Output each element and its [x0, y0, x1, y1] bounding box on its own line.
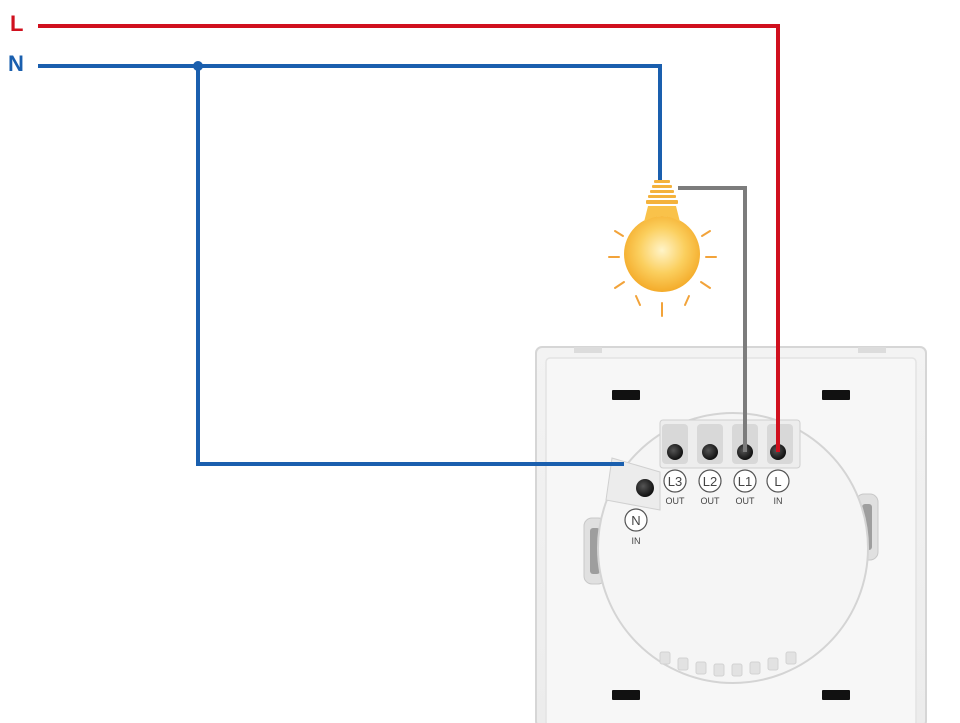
- terminal-label-ring: [733, 469, 757, 493]
- terminal-sub-label: OUT: [736, 496, 756, 506]
- terminal-screw-icon: [702, 444, 718, 460]
- mounting-slot: [612, 690, 640, 700]
- neutral-label: N: [8, 51, 24, 76]
- terminal-label: L2: [703, 474, 717, 489]
- neutral-wire-to-bulb: [38, 64, 662, 180]
- load-wire: [678, 186, 747, 452]
- wires: [38, 24, 780, 466]
- mounting-slot: [822, 690, 850, 700]
- neutral-terminal: N IN: [624, 479, 654, 546]
- terminal-sub-label: IN: [774, 496, 783, 506]
- neutral-terminal-sub: IN: [632, 536, 641, 546]
- terminal-label-ring: [766, 469, 790, 493]
- neutral-screw-icon: [636, 479, 654, 497]
- live-wire: [38, 24, 780, 452]
- terminal-label-ring: [663, 469, 687, 493]
- terminal-sub-label: OUT: [701, 496, 721, 506]
- neutral-wire-to-switch: [196, 66, 624, 466]
- terminal-label: L3: [668, 474, 682, 489]
- neutral-terminal-label: N: [631, 513, 640, 528]
- terminal-l: L IN: [766, 444, 790, 506]
- terminal-label: L: [774, 474, 781, 489]
- bulb-rays: [608, 230, 717, 317]
- neutral-junction-dot: [193, 61, 203, 71]
- terminal-sub-label: OUT: [666, 496, 686, 506]
- terminal-screw-icon: [667, 444, 683, 460]
- light-bulb-icon: [608, 180, 717, 317]
- switch-module: [597, 412, 869, 684]
- mounting-slot: [822, 390, 850, 400]
- live-label: L: [10, 11, 23, 36]
- terminal-label-ring: [698, 469, 722, 493]
- terminal-label: L1: [738, 474, 752, 489]
- mounting-slot: [612, 390, 640, 400]
